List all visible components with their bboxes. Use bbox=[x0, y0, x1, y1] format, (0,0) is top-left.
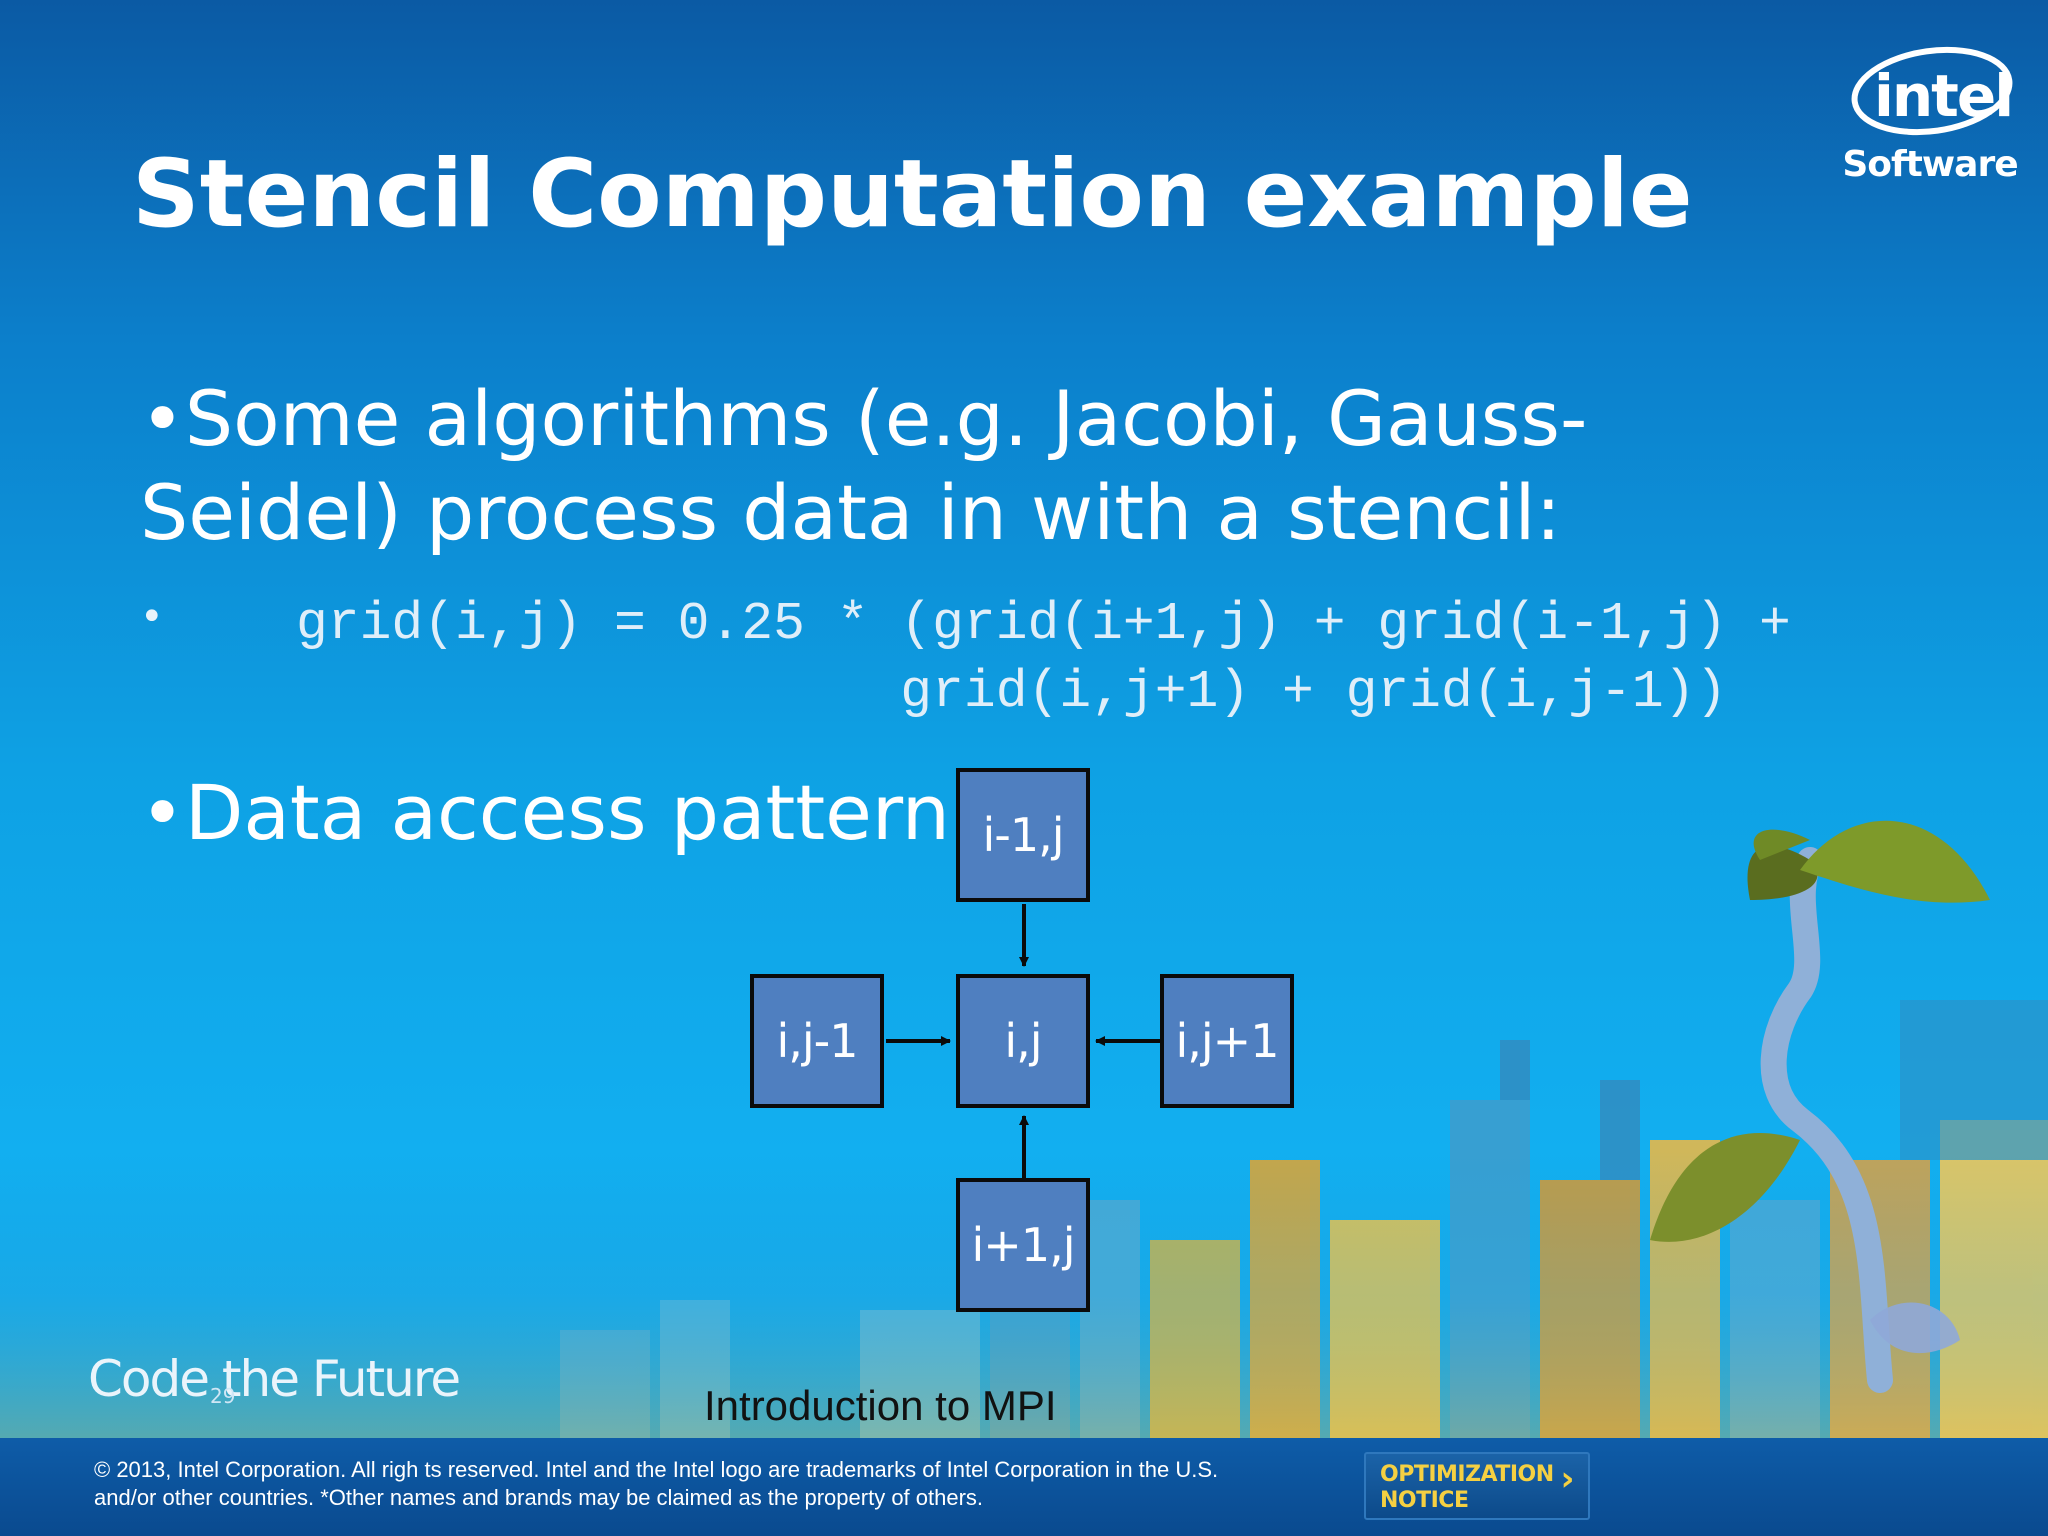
optimization-notice-button[interactable]: OPTIMIZATION NOTICE › bbox=[1364, 1452, 1590, 1520]
code-the-future-tagline: Code the Future bbox=[88, 1350, 461, 1408]
intel-logo-text: intel bbox=[1874, 62, 2014, 130]
sprout-graphic bbox=[1650, 820, 1990, 1393]
bullet-data-access: •Data access pattern: bbox=[140, 768, 976, 857]
presentation-title: Introduction to MPI bbox=[704, 1382, 1057, 1429]
slide-title: Stencil Computation example bbox=[132, 140, 1693, 249]
notice-line-2: NOTICE bbox=[1380, 1488, 1469, 1513]
intel-software-label: Software bbox=[1842, 144, 2018, 185]
cell-top: i-1,j bbox=[956, 768, 1090, 902]
cell-left: i,j-1 bbox=[750, 974, 884, 1108]
copyright-line-2: and/or other countries. *Other names and… bbox=[94, 1485, 984, 1510]
cell-right: i,j+1 bbox=[1160, 974, 1294, 1108]
cell-bottom: i+1,j bbox=[956, 1178, 1090, 1312]
page-number: 29 bbox=[210, 1384, 236, 1408]
intel-logo: intel Software bbox=[1840, 36, 2020, 196]
bullet-stencil-algorithms: •Some algorithms (e.g. Jacobi, Gauss- Se… bbox=[140, 372, 1780, 560]
code-line-2: grid(i,j+1) + grid(i,j-1)) bbox=[296, 662, 1728, 722]
intel-logo-swoosh-icon bbox=[1851, 46, 2013, 136]
notice-line-1: OPTIMIZATION bbox=[1380, 1462, 1554, 1487]
code-line-1: grid(i,j) = 0.25 * (grid(i+1,j) + grid(i… bbox=[296, 594, 1791, 654]
stencil-code: grid(i,j) = 0.25 * (grid(i+1,j) + grid(i… bbox=[296, 590, 1791, 726]
copyright-notice: © 2013, Intel Corporation. All righ ts r… bbox=[94, 1456, 1354, 1512]
chevron-right-icon: › bbox=[1560, 1459, 1574, 1499]
footer-bar bbox=[0, 1438, 2048, 1536]
code-bullet-marker: • bbox=[140, 594, 164, 640]
cell-center: i,j bbox=[956, 974, 1090, 1108]
bullet-line-2: Seidel) process data in with a stencil: bbox=[140, 468, 1562, 557]
copyright-line-1: © 2013, Intel Corporation. All righ ts r… bbox=[94, 1457, 1219, 1482]
bullet-line-1: •Some algorithms (e.g. Jacobi, Gauss- bbox=[140, 374, 1588, 463]
